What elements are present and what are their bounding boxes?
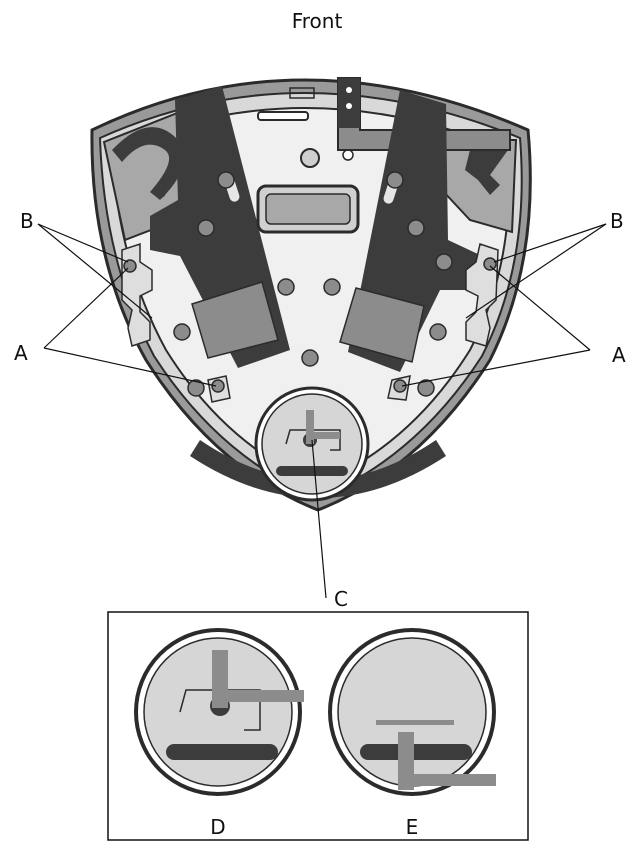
screw-a-right-upper <box>483 257 497 271</box>
peg <box>277 278 295 296</box>
label-b-right: B <box>610 209 624 233</box>
callout-lines <box>37 223 607 599</box>
bottom-compartment-lever-h <box>306 432 340 439</box>
label-a-left: A <box>14 341 28 365</box>
diagram-title: Front <box>292 9 343 33</box>
peg <box>429 323 447 341</box>
peg <box>417 379 435 397</box>
detail-e-slot <box>360 744 472 760</box>
top-sensor-left <box>289 87 315 99</box>
peg <box>197 219 215 237</box>
label-e: E <box>406 815 419 839</box>
peg <box>386 171 404 189</box>
peg <box>217 171 235 189</box>
peg <box>435 253 453 271</box>
screw-pegs <box>173 171 453 397</box>
center-window <box>265 193 351 225</box>
screw-a-left-lower <box>211 379 225 393</box>
peg <box>301 349 319 367</box>
left-pad <box>191 281 279 359</box>
device-body <box>90 77 532 512</box>
peg <box>323 278 341 296</box>
label-b-left: B <box>20 209 34 233</box>
label-c: C <box>334 587 348 611</box>
left-side-brush <box>112 127 184 200</box>
bottom-compartment-slot <box>276 466 348 476</box>
detail-d-lever-h <box>212 690 304 702</box>
peg <box>173 323 191 341</box>
right-side-brush <box>465 140 508 195</box>
top-latch-dot-2 <box>346 103 352 109</box>
top-slot <box>257 111 309 121</box>
bottom-compartment-bracket <box>285 429 341 451</box>
detail-d <box>134 628 304 796</box>
detail-box: D E <box>107 611 529 841</box>
detail-d-slot <box>166 744 278 760</box>
right-pad <box>339 287 425 363</box>
label-d: D <box>210 815 225 839</box>
center-screw-small <box>342 149 354 161</box>
left-brush-hub <box>154 186 166 198</box>
bottom-bumper <box>190 440 446 498</box>
top-latch-dot-1 <box>346 87 352 93</box>
bottom-compartment-lever-v <box>306 410 314 444</box>
peg <box>187 379 205 397</box>
label-a-right: A <box>612 343 626 367</box>
detail-e-lever-h <box>398 774 496 786</box>
screw-a-right-lower <box>393 379 407 393</box>
detail-e-bar <box>376 720 454 725</box>
peg <box>407 219 425 237</box>
detail-e <box>328 628 496 796</box>
center-screw <box>300 148 320 168</box>
